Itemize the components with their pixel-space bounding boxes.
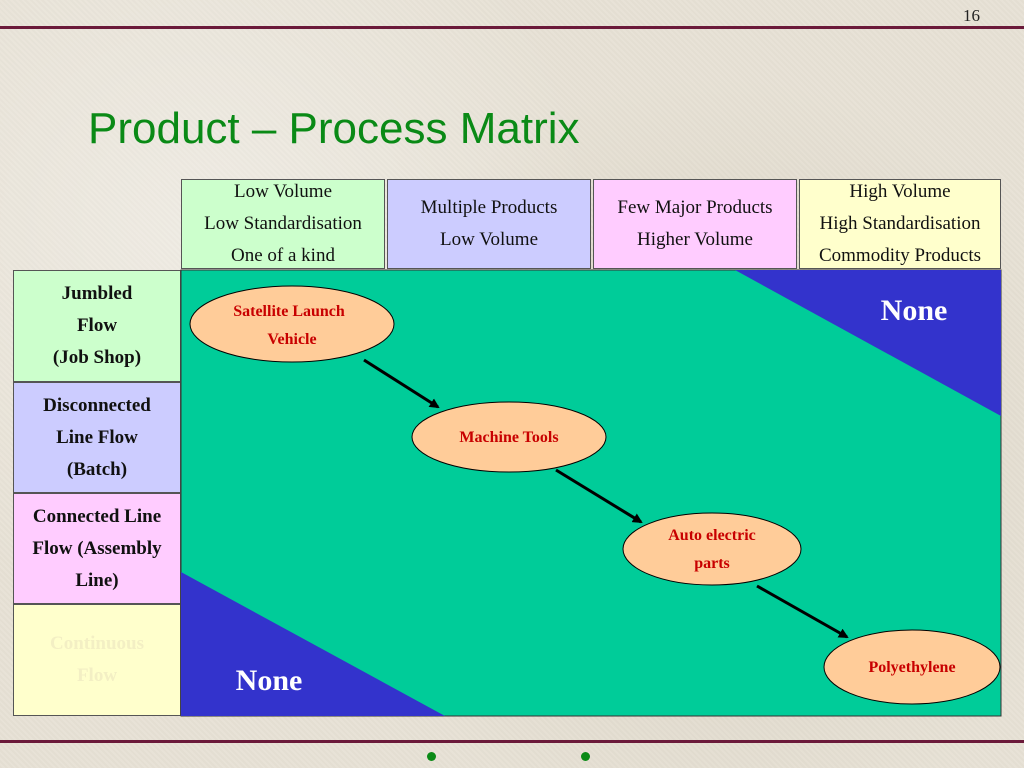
product-auto-electric-parts: Auto electric parts: [622, 512, 802, 586]
product-label-line: parts: [694, 555, 730, 572]
col-header-line: One of a kind: [231, 245, 335, 266]
col-header-line: Low Standardisation: [204, 213, 362, 234]
slide-title: Product – Process Matrix: [88, 104, 580, 153]
row-header-line: Line Flow: [56, 426, 138, 448]
product-label-line: Vehicle: [267, 331, 316, 348]
row-header-line: (Batch): [66, 458, 128, 480]
col-header-line: Higher Volume: [637, 229, 753, 250]
row-header-line: Flow: [76, 665, 118, 686]
row-header-line: Connected Line: [32, 505, 162, 527]
arrow-satellite-to-machine-tools: [363, 358, 440, 409]
col-header-line: High Standardisation: [819, 213, 981, 234]
row-header-line: Jumbled: [61, 283, 133, 304]
row-header-line: Flow (Assembly: [32, 537, 162, 559]
row-header-continuous-flow: Continuous Flow: [13, 604, 181, 716]
product-ellipse: [823, 629, 1001, 705]
row-header-line: Disconnected: [43, 394, 151, 416]
footer-dot-right: [581, 752, 590, 761]
product-label-line: Satellite Launch: [233, 303, 345, 320]
none-label-bottom-left: None: [236, 664, 303, 697]
row-header-line: Flow: [76, 315, 118, 336]
col-header-line: Low Volume: [234, 181, 332, 202]
col-header-high-volume: High Volume High Standardisation Commodi…: [799, 179, 1001, 269]
none-region-bottom-left: [181, 572, 445, 716]
col-header-line: High Volume: [849, 181, 951, 202]
product-ellipse: [622, 512, 802, 586]
page-number: 16: [963, 6, 980, 25]
product-polyethylene: Polyethylene: [823, 629, 1001, 705]
row-header-jumbled-flow: Jumbled Flow (Job Shop): [13, 270, 181, 382]
row-header-line: (Job Shop): [52, 347, 142, 368]
product-machine-tools: Machine Tools: [411, 401, 607, 473]
col-header-line: Multiple Products: [420, 197, 558, 218]
arrow-auto-electric-to-polyethylene: [756, 584, 849, 639]
col-header-low-volume: Low Volume Low Standardisation One of a …: [181, 179, 385, 269]
product-ellipse: [411, 401, 607, 473]
row-header-line: Line): [75, 569, 119, 591]
row-header-connected-line-flow: Connected Line Flow (Assembly Line): [13, 493, 181, 604]
row-header-line: Continuous: [50, 633, 144, 654]
arrow-machine-tools-to-auto-electric: [555, 468, 643, 524]
col-header-multiple-products: Multiple Products Low Volume: [387, 179, 591, 269]
col-header-line: Few Major Products: [617, 197, 773, 218]
col-header-few-major-products: Few Major Products Higher Volume: [593, 179, 797, 269]
product-satellite-launch-vehicle: Satellite Launch Vehicle: [189, 285, 395, 363]
product-label-line: Machine Tools: [459, 429, 558, 446]
product-label-line: Auto electric: [668, 527, 756, 544]
top-rule: [0, 26, 1024, 29]
col-header-line: Commodity Products: [818, 245, 982, 266]
none-label-top-right: None: [881, 294, 948, 327]
product-ellipse: [189, 285, 395, 363]
row-header-disconnected-line-flow: Disconnected Line Flow (Batch): [13, 382, 181, 493]
product-label-line: Polyethylene: [868, 659, 955, 676]
none-region-top-right: [735, 270, 1001, 416]
bottom-rule: [0, 740, 1024, 743]
footer-dot-left: [427, 752, 436, 761]
col-header-line: Low Volume: [440, 229, 538, 250]
